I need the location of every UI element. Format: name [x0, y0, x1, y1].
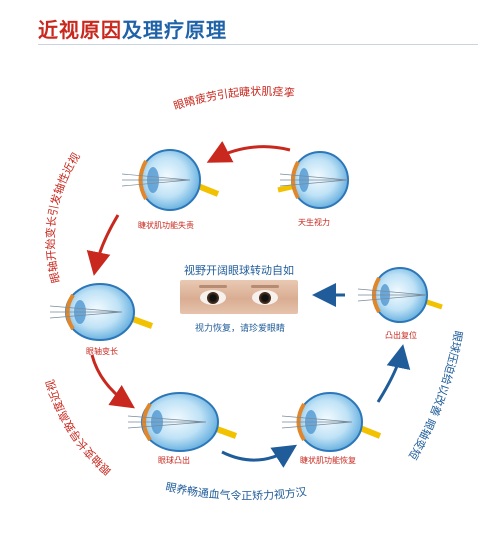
title-divider [38, 44, 478, 45]
label-congenital: 天生视力 [298, 218, 330, 227]
arc-text-left-lower: 眼轴变长导致高度近视 [43, 378, 114, 477]
title-red-part: 近视原因 [38, 18, 122, 42]
label-bulge-reset: 凸出复位 [385, 331, 417, 340]
eye-diagram-bulge-reset [357, 267, 443, 323]
arrow-left-lower [90, 354, 135, 409]
eyebrow-left [199, 285, 227, 288]
label-ciliary-loss: 睫状肌功能失责 [138, 221, 194, 230]
label-bulge: 眼球凸出 [158, 456, 190, 465]
label-axis-change: 眼轴变长 [86, 347, 118, 356]
arrow-left-upper [86, 214, 120, 276]
arrow-right [376, 344, 411, 403]
arc-text-top: 眼睛疲劳引起睫状肌痉挛 [172, 84, 295, 113]
center-caption-bottom: 视力恢复，请珍爱眼睛 [194, 324, 285, 334]
eyebrow-right [251, 285, 279, 288]
arrow-top [206, 141, 291, 163]
eye-diagram-bulge [127, 392, 238, 452]
photo-eye-left [200, 290, 226, 305]
arc-text-bottom: 眼养畅通血气令正矫力视方汉 [164, 480, 307, 502]
center-caption-top: 视野开阔眼球转动自如 [184, 264, 294, 277]
eye-diagram-ciliary-loss [121, 149, 220, 211]
title-blue-part: 及理疗原理 [122, 18, 227, 42]
arrow-bottom [221, 444, 298, 468]
eye-diagram-congenital [277, 151, 349, 209]
child-eyes-photo [180, 280, 298, 314]
arc-text-left-upper: 眼轴开始变长引发轴性近视 [43, 150, 83, 284]
photo-eye-right [252, 290, 278, 305]
eye-diagram-axis-change [49, 283, 154, 341]
eye-diagram-ciliary-recover [281, 392, 382, 452]
label-ciliary-recover: 睫状肌功能恢复 [300, 456, 356, 465]
arc-text-right: 眼球压迫给以改善 眼轴变短 [406, 330, 465, 463]
page-title: 近视原因及理疗原理 [38, 14, 227, 44]
